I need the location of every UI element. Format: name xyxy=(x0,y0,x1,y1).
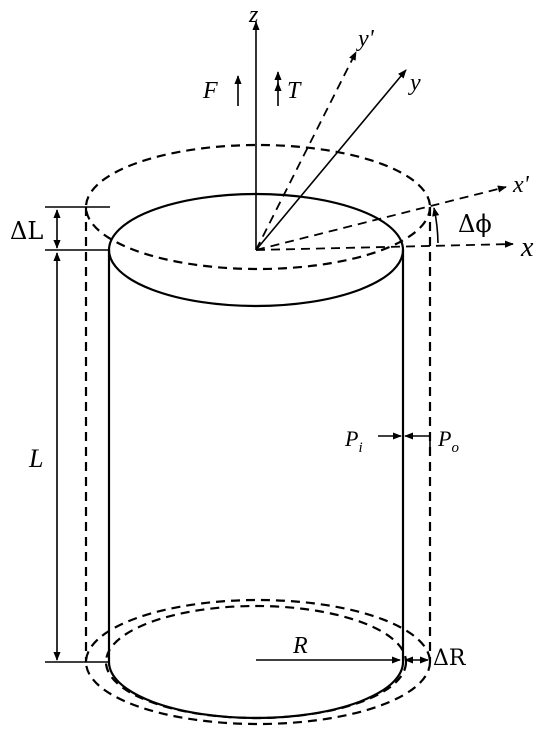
delta-r-label: ΔR xyxy=(433,646,467,671)
y-axis-label: y xyxy=(408,70,421,96)
delta-l-label: ΔL xyxy=(10,217,43,245)
x-prime-axis-arrow xyxy=(255,185,507,251)
y-prime-axis-label: y' xyxy=(356,26,375,52)
y-axis-arrow xyxy=(255,69,407,251)
outer-pressure-arrow xyxy=(404,432,431,450)
torque-label: T xyxy=(287,78,302,104)
force-label: F xyxy=(202,78,218,104)
radius-label: R xyxy=(292,633,308,659)
delta-phi-arc xyxy=(432,207,440,244)
x-axis-label: x xyxy=(520,232,534,263)
z-axis-label: z xyxy=(248,2,259,28)
x-axis-arrow xyxy=(255,240,514,251)
length-label: L xyxy=(28,444,43,473)
x-prime-axis-label: x' xyxy=(512,172,530,198)
outer-pressure-label: Po xyxy=(437,426,459,456)
outer-bottom-ellipse xyxy=(84,598,432,726)
y-prime-axis-arrow xyxy=(255,51,357,251)
cylinder-bottom-arc xyxy=(107,661,405,720)
inner-pressure-label: Pi xyxy=(344,426,363,456)
delta-phi-label: Δϕ xyxy=(458,210,492,238)
